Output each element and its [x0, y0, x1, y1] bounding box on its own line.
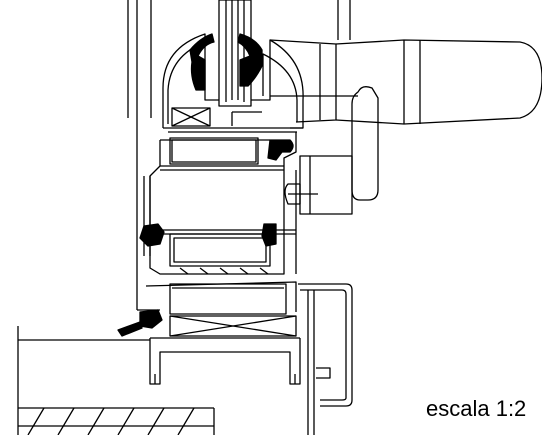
- scale-label: escala 1:2: [426, 396, 527, 421]
- glazing-stem: [218, 0, 252, 107]
- glass-pane-lines: [127, 0, 351, 140]
- sill-profile: [17, 326, 301, 435]
- handle-assembly: [269, 39, 542, 215]
- sill-hatching: [27, 407, 195, 435]
- frame-profile: [136, 132, 297, 337]
- outer-frame-channel: [298, 283, 353, 435]
- sash-rounded-profile: [162, 33, 304, 133]
